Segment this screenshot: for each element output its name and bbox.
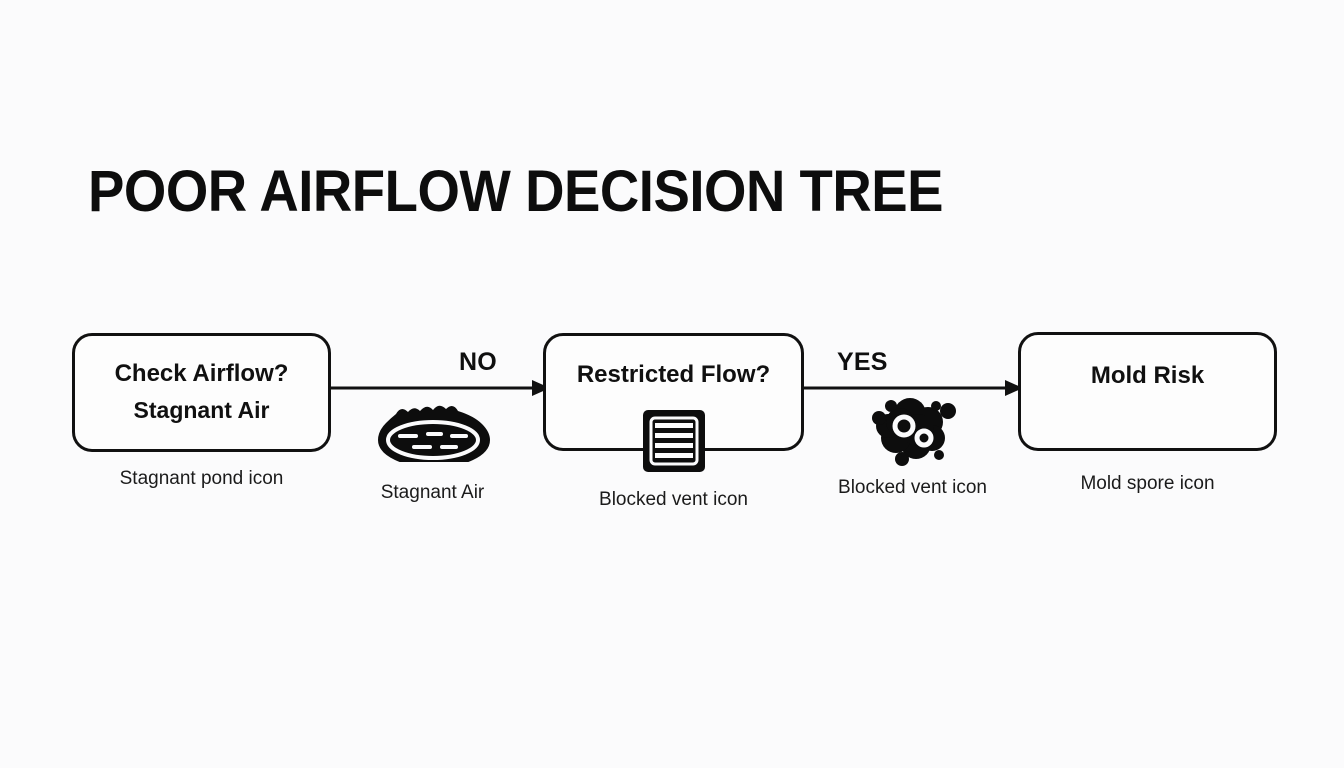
flow-node-1-line-1: Check Airflow? xyxy=(114,360,289,387)
flow-node-2-line-1: Restricted Flow? xyxy=(576,361,771,388)
stagnant-pond-icon xyxy=(378,405,490,462)
caption-stagnant-air: Stagnant Air xyxy=(380,482,485,503)
mold-spore-icon xyxy=(872,398,956,466)
caption-stagnant-pond-icon: Stagnant pond icon xyxy=(119,468,284,489)
edge-label-no: NO xyxy=(459,348,497,376)
connector-arrow-yes xyxy=(799,380,1023,396)
caption-blocked-vent-icon-node: Blocked vent icon xyxy=(599,489,748,510)
blocked-vent-icon xyxy=(643,410,705,472)
flow-node-1-line-2: Stagnant Air xyxy=(133,397,270,423)
edge-label-yes: YES xyxy=(837,348,888,376)
flow-node-mold-risk[interactable]: Mold Risk xyxy=(1018,332,1277,451)
flow-node-check-airflow[interactable]: Check Airflow? Stagnant Air xyxy=(72,333,331,452)
caption-blocked-vent-icon-edge: Blocked vent icon xyxy=(838,477,987,498)
page-title: POOR AIRFLOW DECISION TREE xyxy=(88,159,944,224)
connector-arrow-no xyxy=(326,380,550,396)
caption-mold-spore-icon: Mold spore icon xyxy=(1080,473,1215,494)
flow-node-3-line-1: Mold Risk xyxy=(1090,362,1205,389)
